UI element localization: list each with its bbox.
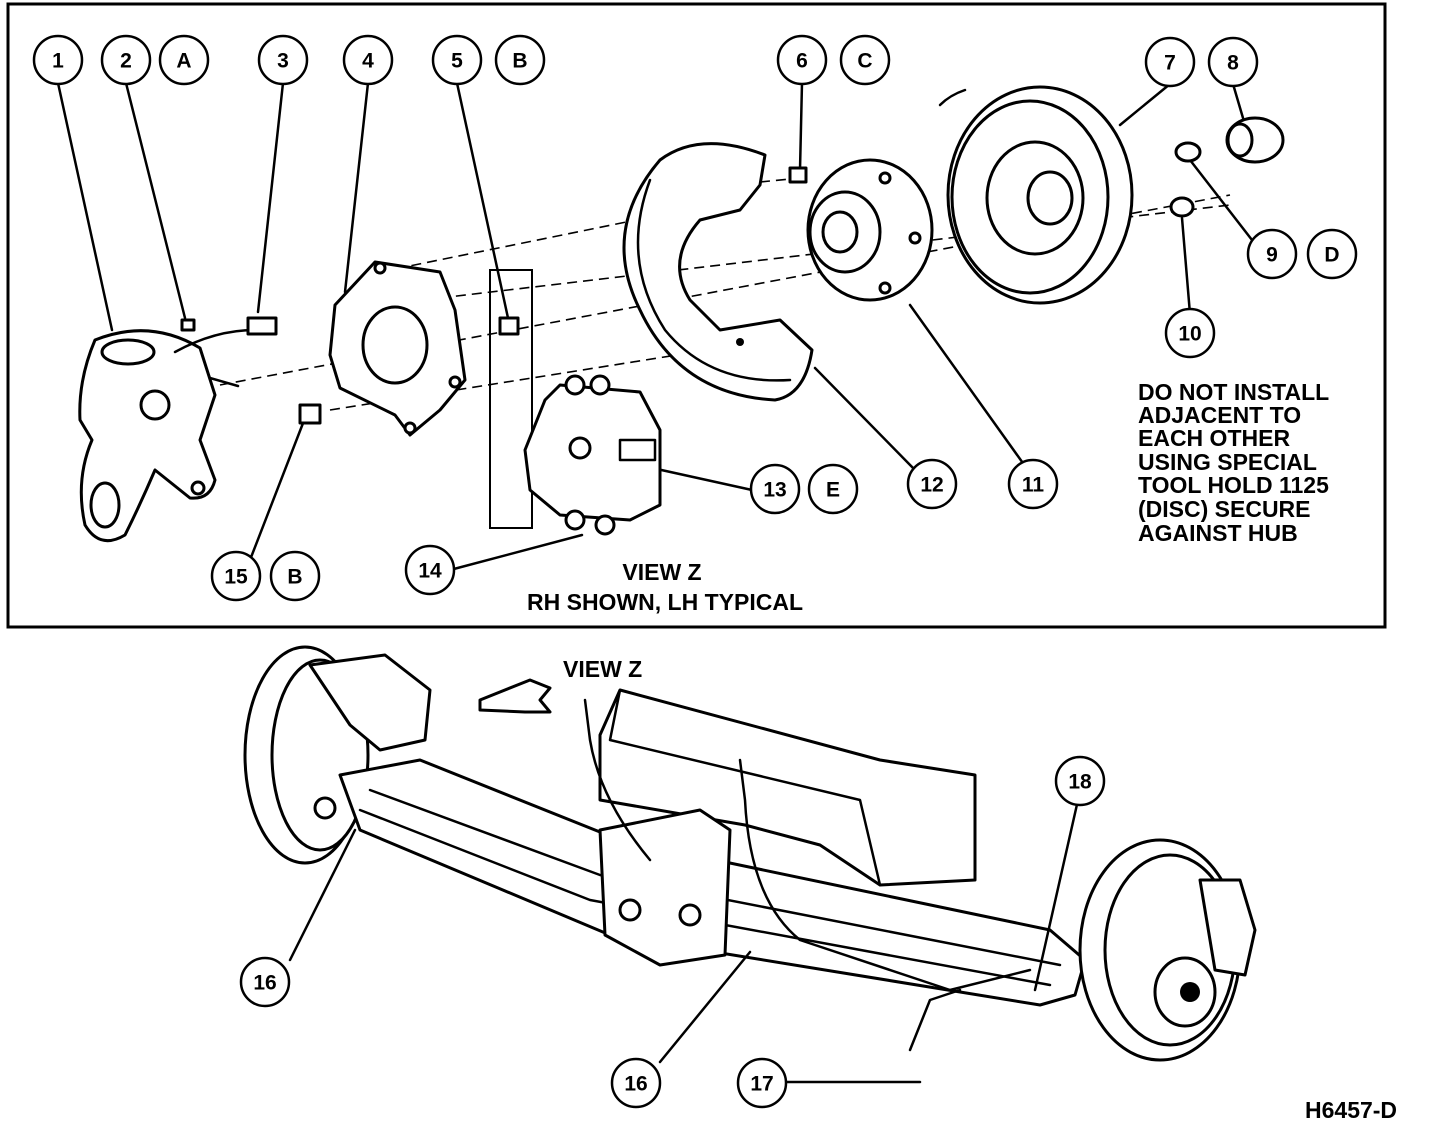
callout-c (839, 34, 891, 86)
svg-text:2: 2 (120, 50, 132, 73)
figure-id: H6457-D (1305, 1097, 1397, 1123)
callout-b-upper (494, 34, 546, 86)
callout-b-lower (269, 550, 321, 602)
svg-text:(DISC) SECURE: (DISC) SECURE (1138, 496, 1311, 522)
install-note: DO NOT INSTALL ADJACENT TO EACH OTHER US… (1138, 379, 1329, 546)
svg-text:16: 16 (253, 972, 276, 995)
svg-text:DO NOT INSTALL: DO NOT INSTALL (1138, 379, 1329, 405)
callout-3 (257, 34, 309, 86)
callout-d (1306, 228, 1358, 280)
callout-4 (342, 34, 394, 86)
svg-text:12: 12 (920, 474, 943, 497)
callout-16-left (239, 956, 291, 1008)
svg-text:AGAINST HUB: AGAINST HUB (1138, 520, 1298, 546)
splash-shield (622, 142, 814, 402)
brake-rotor (938, 85, 1134, 305)
svg-text:8: 8 (1227, 52, 1239, 75)
callout-14 (404, 544, 456, 596)
svg-text:ADJACENT TO: ADJACENT TO (1138, 402, 1301, 428)
svg-text:10: 10 (1178, 323, 1201, 346)
svg-text:3: 3 (277, 50, 289, 73)
svg-text:E: E (826, 479, 840, 502)
callout-9 (1246, 228, 1298, 280)
svg-text:9: 9 (1266, 244, 1278, 267)
callout-16-center (610, 1057, 662, 1109)
view-caption: VIEW Z (622, 559, 701, 585)
callout-10 (1164, 307, 1216, 359)
svg-text:TOOL HOLD 1125: TOOL HOLD 1125 (1138, 472, 1329, 498)
caliper (489, 269, 662, 536)
svg-text:4: 4 (362, 50, 374, 73)
callout-8 (1207, 36, 1259, 88)
callout-12 (906, 458, 958, 510)
hub-nuts (1169, 116, 1285, 218)
callout-18 (1054, 755, 1106, 807)
view-z-frame (6, 2, 1387, 629)
callout-5 (431, 34, 483, 86)
leader-lines (56, 81, 1254, 572)
svg-text:16: 16 (624, 1073, 647, 1096)
svg-text:13: 13 (763, 479, 786, 502)
callout-6 (776, 34, 828, 86)
callout-7 (1144, 36, 1196, 88)
callout-17 (736, 1057, 788, 1109)
svg-text:USING SPECIAL: USING SPECIAL (1138, 449, 1317, 475)
svg-text:5: 5 (451, 50, 463, 73)
callout-15 (210, 550, 262, 602)
callout-e (807, 463, 859, 515)
svg-text:15: 15 (224, 566, 248, 589)
axle-overview (243, 645, 1257, 1084)
svg-text:7: 7 (1164, 52, 1176, 75)
bolt-5 (498, 316, 520, 336)
callout-2 (100, 34, 152, 86)
svg-text:6: 6 (796, 50, 808, 73)
callout-11 (1007, 458, 1059, 510)
abs-sensor (173, 316, 278, 388)
svg-text:11: 11 (1022, 474, 1045, 497)
svg-text:1: 1 (52, 50, 64, 73)
callout-13 (749, 463, 801, 515)
hub-assembly (806, 158, 934, 302)
svg-text:18: 18 (1068, 771, 1092, 794)
callouts: 1 2 A 3 4 5 B 6 C 7 8 9 D 10 11 12 13 E (32, 34, 1358, 1109)
bolt-6 (788, 166, 808, 184)
svg-text:C: C (857, 50, 872, 73)
view-z-label: VIEW Z (563, 656, 642, 682)
shown-caption: RH SHOWN, LH TYPICAL (527, 589, 803, 615)
bolt-15 (298, 403, 322, 425)
callout-1 (32, 34, 84, 86)
svg-text:B: B (287, 566, 302, 589)
knuckle (78, 329, 217, 543)
callout-a (158, 34, 210, 86)
svg-text:A: A (176, 50, 191, 73)
adapter-plate (328, 260, 467, 437)
svg-text:D: D (1324, 244, 1339, 267)
svg-text:17: 17 (750, 1073, 773, 1096)
svg-text:14: 14 (418, 560, 442, 583)
svg-text:B: B (512, 50, 527, 73)
svg-text:EACH OTHER: EACH OTHER (1138, 425, 1290, 451)
